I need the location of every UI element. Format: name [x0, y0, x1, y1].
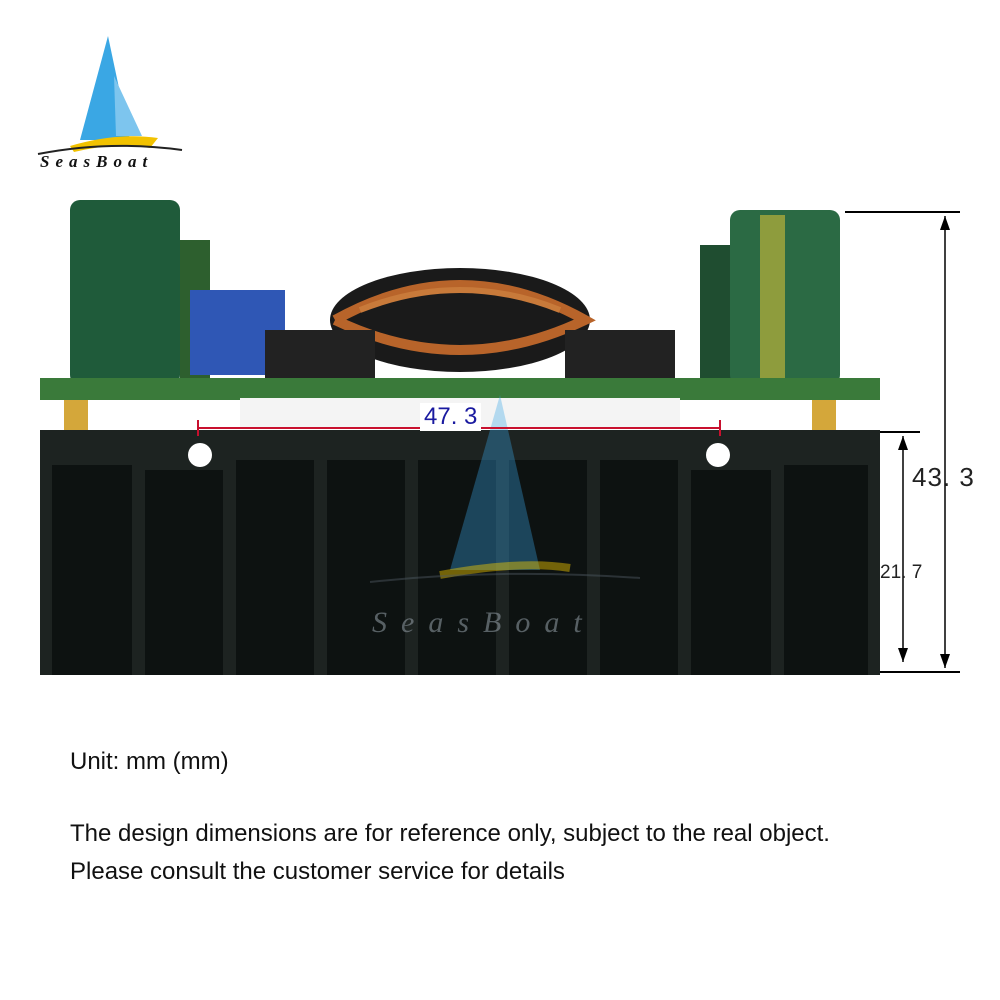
watermark-text: SeasBoat — [372, 606, 596, 639]
width-dimension-label: 47. 3 — [420, 403, 482, 431]
unit-caption: Unit: mm (mm) — [70, 748, 229, 775]
disclaimer-caption: The design dimensions are for reference … — [70, 820, 830, 847]
heatsink-height-label: 21. 7 — [880, 562, 923, 583]
seasboat-logo — [37, 36, 183, 155]
contact-caption: Please consult the customer service for … — [70, 858, 565, 885]
brand-name: SeasBoat — [40, 152, 154, 171]
total-height-label: 43. 3 — [912, 462, 975, 492]
